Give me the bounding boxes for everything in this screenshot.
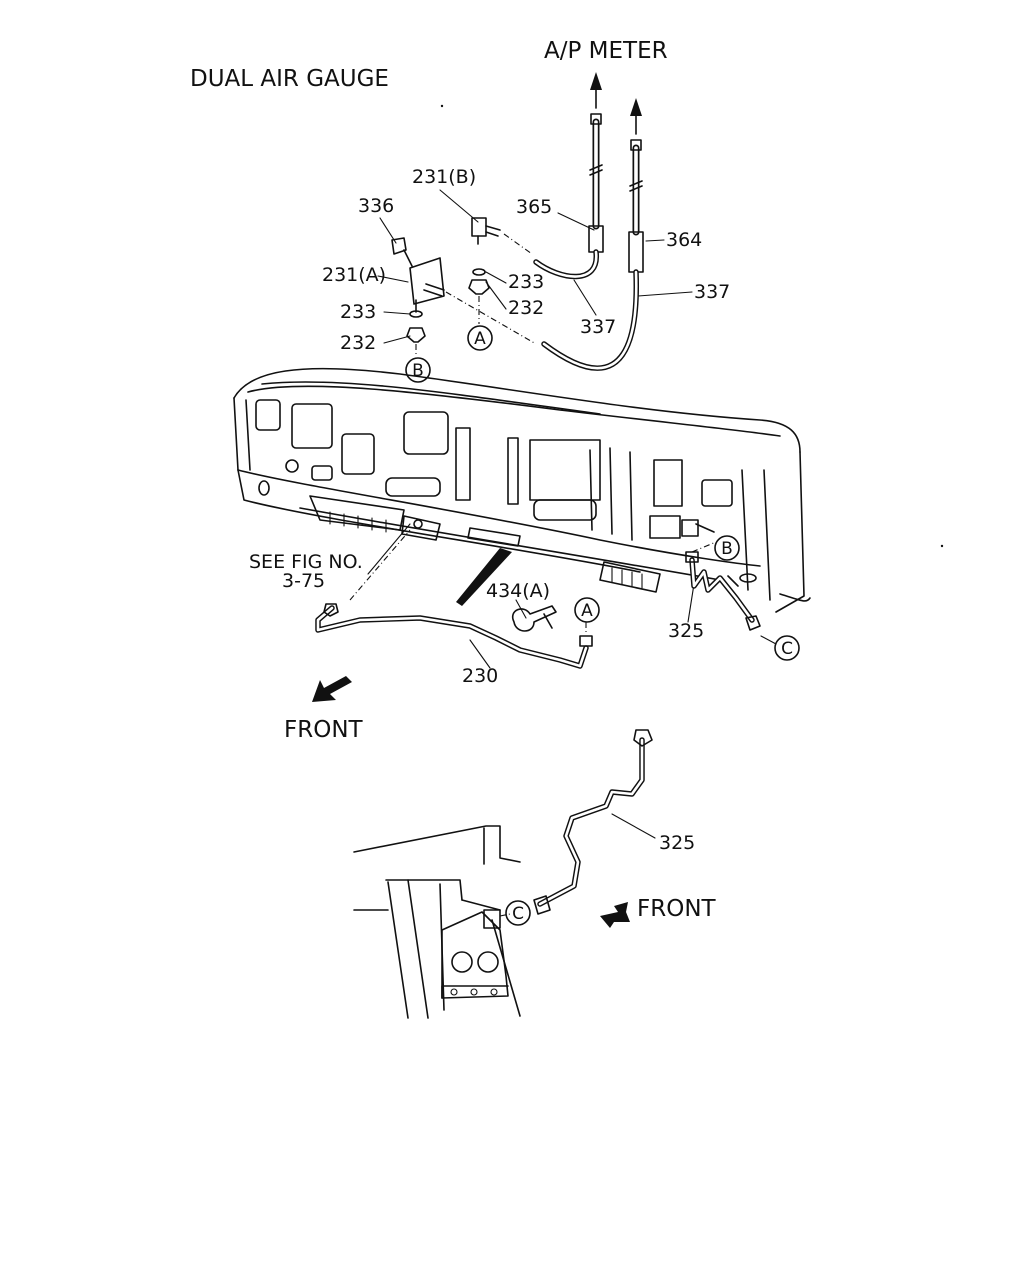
front-arrow-icon-lower <box>600 902 630 928</box>
see-fig-label-line1: SEE FIG NO. <box>249 551 363 573</box>
steering-column <box>456 548 512 606</box>
clamp-434a <box>511 605 557 632</box>
connector-231a <box>391 237 537 356</box>
ref-c-upper-letter: C <box>781 639 793 659</box>
ref-c-lower: C <box>505 900 531 926</box>
part-337-a-label: 337 <box>580 316 616 338</box>
ref-c-upper: C <box>774 635 800 661</box>
part-232-right-label: 232 <box>508 297 544 319</box>
part-231a-label: 231(A) <box>322 264 386 286</box>
see-fig-label-line2: 3-75 <box>282 570 325 592</box>
part-232-left-label: 232 <box>340 332 376 354</box>
print-speck <box>440 104 444 108</box>
ref-a-lower: A <box>574 597 600 623</box>
destination-label: A/P METER <box>544 38 668 64</box>
ref-a-upper-letter: A <box>474 329 486 349</box>
part-233-left-label: 233 <box>340 301 376 323</box>
connector-231b <box>468 217 533 324</box>
ref-b-left-letter: B <box>412 361 424 381</box>
instrument-panel <box>233 367 811 613</box>
front-arrow-icon-upper <box>312 676 352 702</box>
air-tube-230 <box>315 529 593 669</box>
air-tube-325-upper <box>685 541 761 631</box>
part-336-label: 336 <box>358 195 394 217</box>
ref-b-right: B <box>714 535 740 561</box>
part-325-lower-label: 325 <box>659 832 695 854</box>
diagram-title: DUAL AIR GAUGE <box>190 66 389 92</box>
part-231b-label: 231(B) <box>412 166 476 188</box>
part-233-right-label: 233 <box>508 271 544 293</box>
part-337-b-label: 337 <box>694 281 730 303</box>
ref-c-lower-letter: C <box>512 904 524 924</box>
part-230-label: 230 <box>462 665 498 687</box>
front-label-upper: FRONT <box>284 717 364 743</box>
ref-a-upper: A <box>467 325 493 351</box>
part-325-upper-label: 325 <box>668 620 704 642</box>
part-434a-label: 434(A) <box>486 580 550 602</box>
air-tube-325-lower <box>533 729 653 915</box>
leader-lines <box>367 189 777 839</box>
print-speck <box>940 544 944 548</box>
lower-detail-view <box>353 825 521 1019</box>
ref-b-right-letter: B <box>721 539 733 559</box>
ref-b-left: B <box>405 357 431 383</box>
air-hose-364 <box>541 139 644 371</box>
front-label-lower: FRONT <box>637 896 717 922</box>
part-365-label: 365 <box>516 196 552 218</box>
ref-a-lower-letter: A <box>581 601 593 621</box>
air-hose-365 <box>533 113 604 280</box>
part-364-label: 364 <box>666 229 702 251</box>
meter-arrow-icons <box>590 72 642 135</box>
